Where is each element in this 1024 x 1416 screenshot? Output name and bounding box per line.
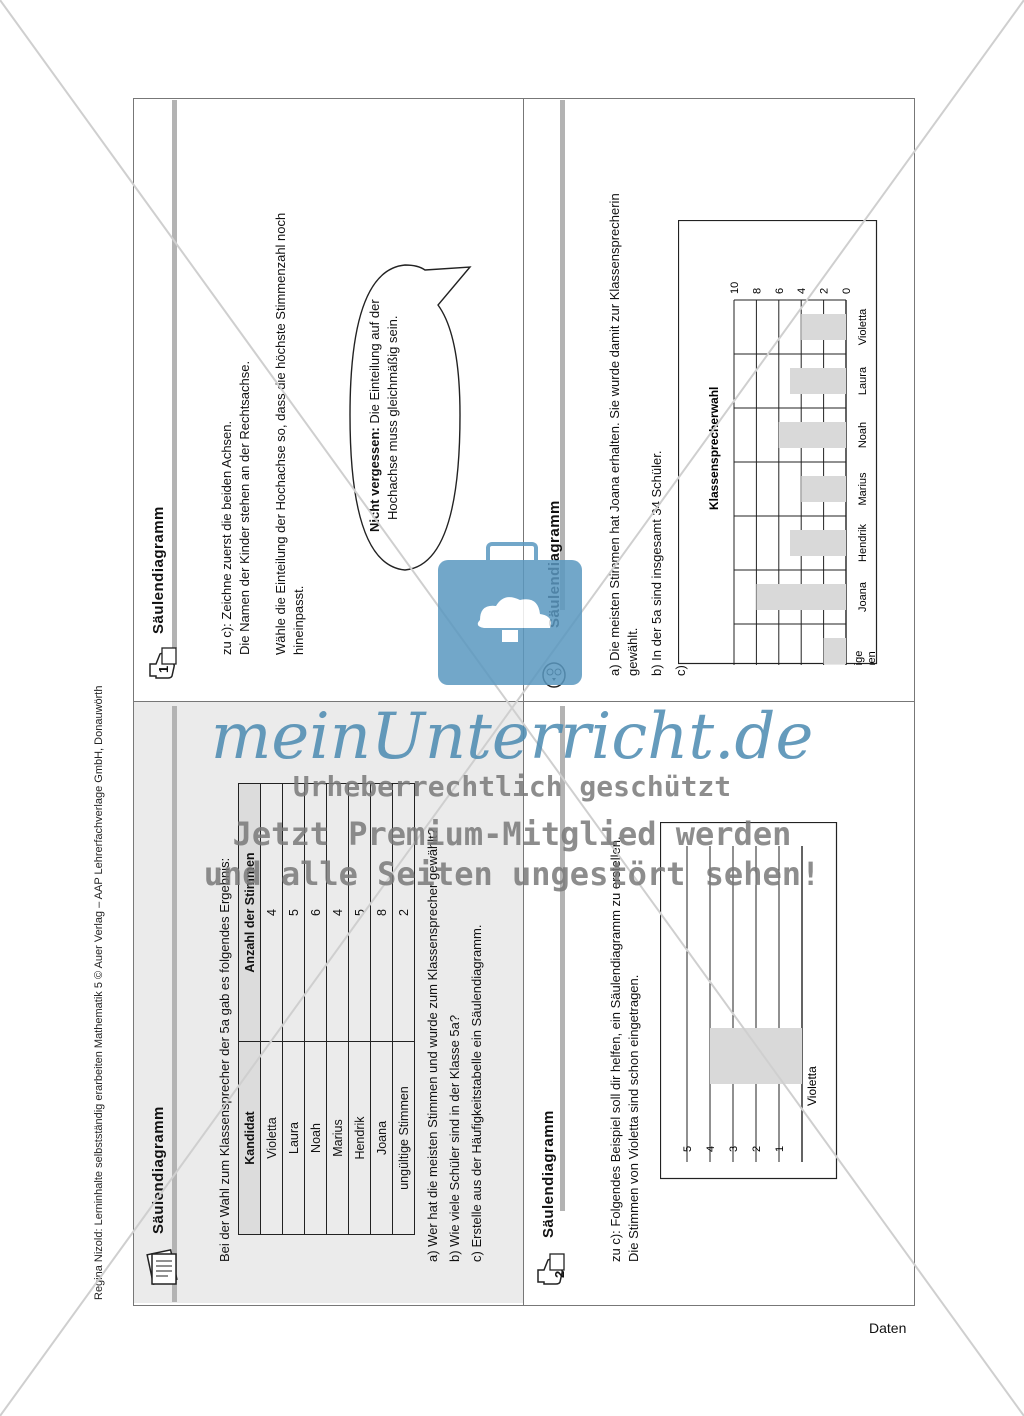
chart-bar-violetta <box>801 314 846 340</box>
chart-x-label-part: ungültige <box>853 651 865 665</box>
hint1-line3: Wähle die Einteilung der Hochachse so, d… <box>273 212 288 655</box>
table-header-candidate: Kandidat <box>238 1041 261 1235</box>
table-cell: Joana <box>370 1041 393 1235</box>
chart-bar-ungültige-stimmen <box>823 638 846 664</box>
chart-x-label: Noah <box>857 422 869 448</box>
chart-y-tick-label: 0 <box>841 288 853 294</box>
bubble-line2: Hochachse muss gleichmäßig sein. <box>385 315 400 520</box>
mini-chart-tick-label: 3 <box>728 1146 740 1152</box>
chart-y-tick-label: 2 <box>819 288 831 294</box>
table-cell: Noah <box>304 1041 327 1235</box>
chart-bar-marius <box>801 476 846 502</box>
hint2-title: Säulendiagramm <box>540 1110 557 1238</box>
table-cell: Laura <box>282 1041 305 1235</box>
chart-x-label: Marius <box>857 472 869 506</box>
hint1-number: 1 <box>156 665 171 673</box>
bubble-bold: Nicht vergessen: <box>367 427 382 532</box>
hint1-line2: Die Namen der Kinder stehen an der Recht… <box>237 360 252 655</box>
hint2-line2: Die Stimmen von Violetta sind schon eing… <box>626 974 641 1262</box>
bubble-text: Die Einteilung auf der <box>367 299 382 428</box>
main-intro: Bei der Wahl zum Klassensprecher der 5a … <box>217 857 232 1262</box>
watermark-line3: und alle Seiten ungestört sehen! <box>203 855 821 893</box>
chart-x-label: Violetta <box>857 308 869 345</box>
table-cell: Marius <box>326 1041 349 1235</box>
mini-chart-tick-label: 5 <box>682 1146 694 1152</box>
watermark-line1: Urheberrechtlich geschützt <box>292 770 732 803</box>
worksheet-icon <box>144 1248 180 1288</box>
main-card-title: Säulendiagramm <box>150 1106 167 1234</box>
chart-title: Klassensprecherwahl <box>707 387 721 510</box>
chart-x-label: Hendrik <box>857 524 869 562</box>
solution-b-line: b) In der 5a sind insgesamt 34 Schüler. <box>649 450 664 676</box>
bubble-line1: Nicht vergessen: Die Einteilung auf der <box>366 299 384 532</box>
solution-bar-chart: Klassensprecherwahl 0 2 4 6 8 10 ViolettaLaur… <box>678 220 878 665</box>
watermark-line2: Jetzt Premium-Mitglied werden <box>232 815 792 853</box>
solution-a-line2: gewählt. <box>625 627 640 676</box>
chart-y-tick-label: 10 <box>729 282 741 294</box>
mini-chart-tick-label: 4 <box>705 1146 717 1152</box>
chart-bar-hendrik <box>790 530 846 556</box>
footer-label: Daten <box>869 1320 907 1336</box>
chart-bar-noah <box>778 422 846 448</box>
mini-chart-tick-label: 2 <box>751 1146 763 1152</box>
hint2-number: 2 <box>552 1270 567 1278</box>
main-task-b: b) Wie viele Schüler sind in der Klasse … <box>447 1014 462 1262</box>
briefcase-cloud-icon <box>438 542 582 685</box>
chart-x-label: Laura <box>857 366 869 395</box>
mini-chart-label: Violetta <box>805 1066 819 1106</box>
chart-y-tick-label: 6 <box>774 288 786 294</box>
hint1-line1: zu c): Zeichne zuerst die beiden Achsen. <box>219 420 234 655</box>
chart-bar-laura <box>790 368 846 394</box>
mini-chart-bar-violetta <box>710 1028 802 1084</box>
hint1-title: Säulendiagramm <box>150 506 167 634</box>
main-task-a: a) Wer hat die meisten Stimmen und wurde… <box>425 827 440 1262</box>
watermark-brand: meinUnterricht.de <box>210 700 814 774</box>
speech-bubble <box>349 264 472 571</box>
title-bar-hint1 <box>172 100 177 648</box>
hint1-line4: hineinpasst. <box>291 585 306 655</box>
solution-a-line1: a) Die meisten Stimmen hat Joana erhalte… <box>607 193 622 676</box>
chart-bar-joana <box>756 584 846 610</box>
chart-x-label: Joana <box>857 581 869 612</box>
table-cell: Violetta <box>260 1041 283 1235</box>
table-cell: ungültige Stimmen <box>392 1041 415 1235</box>
mini-chart-tick-label: 1 <box>774 1146 786 1152</box>
main-task-c: c) Erstelle aus der Häufigkeitstabelle e… <box>469 924 484 1262</box>
hint2-line1: zu c): Folgendes Beispiel soll dir helfe… <box>608 836 623 1262</box>
chart-y-tick-label: 4 <box>796 288 808 294</box>
solution-c-label: c) <box>673 665 688 676</box>
table-cell: Hendrik <box>348 1041 371 1235</box>
chart-x-label-part: Stimmen <box>866 651 878 665</box>
chart-y-tick-label: 8 <box>751 288 763 294</box>
